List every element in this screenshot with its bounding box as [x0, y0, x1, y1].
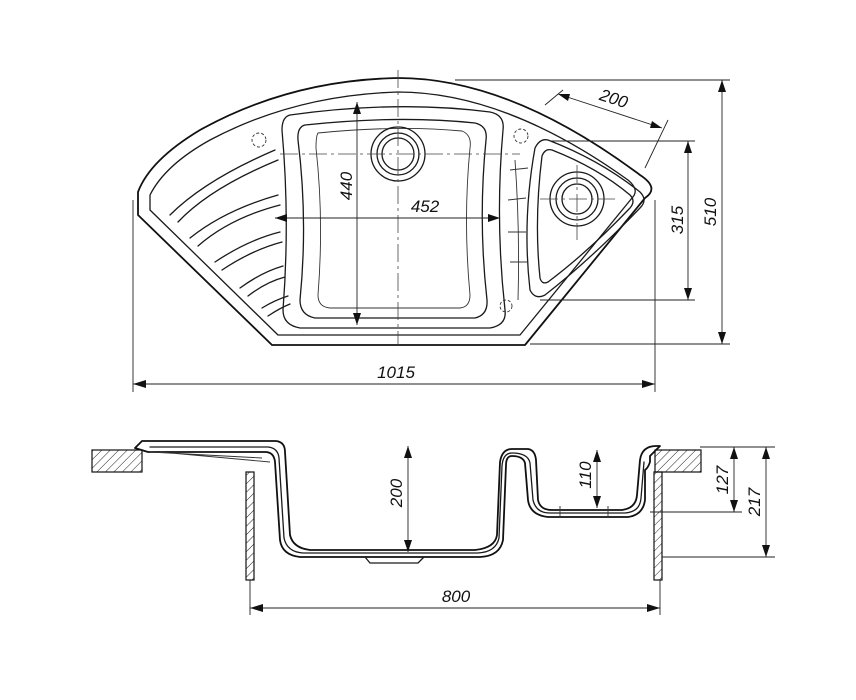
drain-outlet — [364, 556, 425, 564]
small-bowl-outer — [526, 139, 645, 298]
top-view — [137, 70, 653, 346]
dim-main-bowl-depth: 440 — [337, 171, 356, 200]
cabinet-wall-right — [653, 471, 663, 581]
overflow-hole-icon — [499, 299, 513, 313]
dim-small-bowl-depth: 315 — [668, 205, 687, 234]
dim-rim-to-small-bottom: 127 — [713, 465, 732, 494]
section-view-dimensions: 800 200 110 127 217 — [249, 446, 775, 615]
sink-section-profile — [134, 440, 661, 558]
dim-small-bowl-height: 110 — [576, 461, 595, 489]
cabinet-wall-left — [245, 471, 255, 581]
dim-cutout-width: 800 — [442, 587, 471, 606]
main-bowl-inner — [297, 118, 488, 319]
dim-main-bowl-width: 452 — [411, 197, 440, 216]
top-view-dimensions: 1015 452 440 510 315 200 — [132, 79, 730, 392]
sink-outer-outline — [137, 77, 653, 346]
main-bowl-basin — [315, 127, 471, 309]
section-view — [91, 440, 702, 581]
main-bowl-outer — [281, 106, 506, 329]
countertop-right — [654, 449, 702, 473]
countertop-left — [91, 449, 143, 473]
small-bowl-inner — [536, 148, 634, 284]
drainer-hole-icon — [251, 132, 267, 148]
dim-total-height: 217 — [745, 487, 764, 517]
dim-overall-width: 1015 — [377, 363, 415, 382]
tap-hole-icon — [513, 128, 529, 144]
dim-main-bowl-height: 200 — [387, 478, 406, 508]
dim-overall-depth: 510 — [701, 197, 720, 226]
drainer-grooves — [169, 149, 291, 317]
